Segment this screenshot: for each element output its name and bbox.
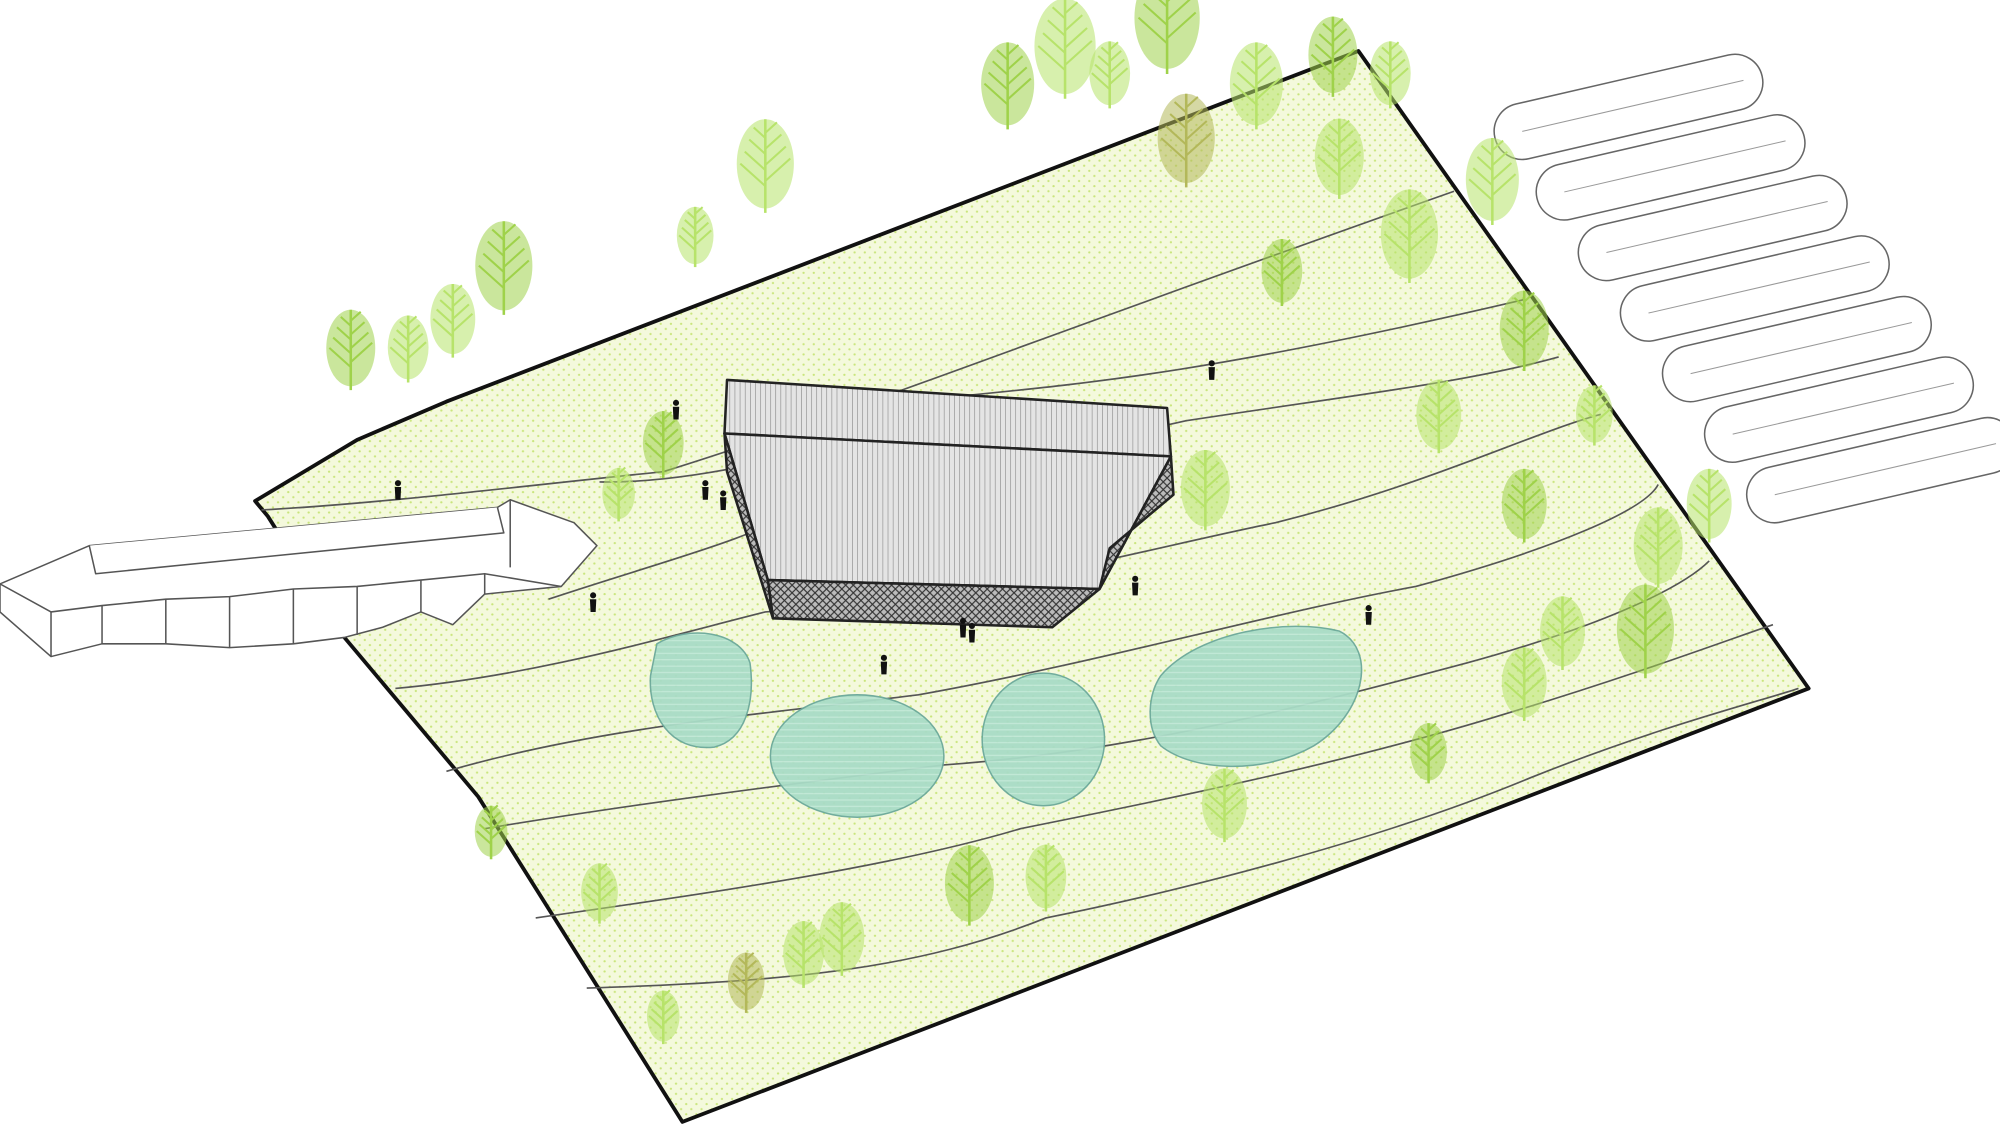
main-building [723, 378, 1175, 629]
building-side [1098, 455, 1175, 591]
greenhouse [1493, 53, 1764, 161]
retaining-wall-structure [0, 498, 598, 658]
tree [981, 42, 1035, 130]
person [1132, 575, 1139, 596]
tree [1034, 0, 1096, 99]
person [968, 622, 976, 643]
tree [676, 206, 714, 268]
tree [1202, 768, 1247, 843]
tree [387, 315, 429, 383]
tree [475, 221, 533, 315]
tree [1499, 290, 1549, 371]
tree [1501, 468, 1547, 543]
person [880, 654, 888, 675]
tree [430, 283, 476, 358]
tree [1369, 41, 1411, 109]
tree [1229, 42, 1283, 130]
person [394, 480, 402, 500]
tree [1576, 384, 1613, 446]
tree [1540, 596, 1585, 670]
tree [1380, 189, 1439, 284]
person [959, 617, 967, 638]
tree [1157, 93, 1215, 188]
person [589, 592, 597, 612]
greenhouse [1703, 356, 1975, 463]
tree [642, 411, 684, 479]
tree [736, 119, 794, 213]
greenhouse [1577, 174, 1848, 282]
greenhouse [1661, 295, 1932, 403]
tree [1501, 647, 1547, 721]
tree [1416, 379, 1462, 454]
greenhouse-row [1493, 53, 2000, 524]
tree [1089, 41, 1131, 109]
tree [783, 921, 824, 989]
tree [1686, 468, 1732, 543]
tree [602, 466, 635, 522]
tree [1134, 0, 1200, 74]
tree [1180, 450, 1230, 531]
pond-2 [769, 694, 945, 818]
tree [1308, 16, 1358, 97]
building-base [766, 578, 1101, 629]
tree [326, 309, 376, 391]
person [1208, 360, 1215, 380]
trees [326, 0, 1732, 1045]
greenhouse [1535, 114, 1806, 221]
tree [727, 952, 765, 1013]
pond-3 [981, 672, 1106, 807]
tree [1314, 118, 1364, 199]
tree [1410, 722, 1447, 784]
tree [1633, 507, 1683, 588]
people [394, 360, 1372, 675]
pond-1 [649, 632, 753, 749]
tree [1616, 584, 1674, 679]
building-roof [723, 432, 1173, 591]
person [1365, 605, 1372, 625]
tree [581, 862, 618, 924]
tree [646, 989, 680, 1045]
tree [944, 845, 994, 926]
tree [1465, 138, 1519, 226]
person [702, 480, 709, 500]
ponds [649, 625, 1363, 818]
greenhouse [1619, 235, 1890, 342]
tree [819, 902, 865, 976]
pond-4 [1149, 625, 1363, 768]
person [720, 490, 727, 510]
greenhouse [1745, 416, 2000, 524]
tree [1025, 844, 1067, 912]
person [672, 399, 680, 420]
tree [1261, 239, 1303, 306]
tree [474, 804, 508, 860]
